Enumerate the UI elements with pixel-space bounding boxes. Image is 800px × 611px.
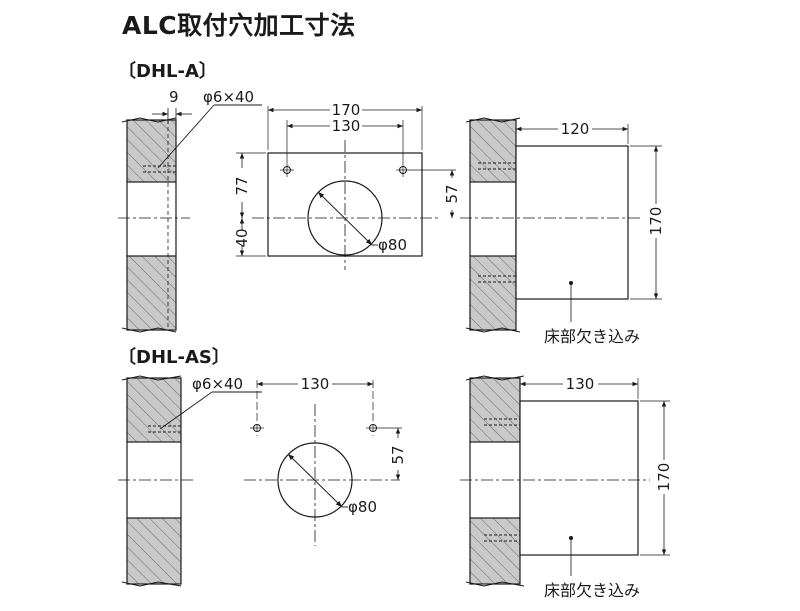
page-title: ALC取付穴加工寸法: [122, 11, 356, 40]
dhl-as-side-view: [460, 375, 670, 587]
dhl-as-front-view: [244, 380, 402, 546]
section-label-dhl-a: 〔DHL-A〕: [118, 61, 217, 82]
section-label-dhl-as: 〔DHL-AS〕: [118, 347, 230, 368]
dhl-a-floor-note: 床部欠き込み: [544, 327, 640, 346]
dhl-a-side-pitch-label: 57: [443, 184, 461, 203]
dhl-a-side-depth-label: 120: [561, 120, 590, 138]
dhl-as-hole-pitch-label: 130: [301, 375, 330, 393]
dhl-a-plate-width-label: 170: [332, 101, 361, 119]
dhl-a-wall-width-label: 9: [169, 88, 179, 106]
dhl-a-side-view: [460, 117, 662, 333]
dhl-as-wall-section: [118, 375, 262, 587]
dhl-a-lower-height-label: 40: [233, 228, 251, 247]
dhl-as-hole-spec-label: φ6×40: [192, 375, 243, 393]
dhl-as-duct-diameter-label: φ80: [348, 498, 377, 516]
dhl-a-hole-spec-label: φ6×40: [203, 88, 254, 106]
dhl-as-side-depth-label: 130: [566, 375, 595, 393]
dhl-a-side-height-label: 170: [647, 207, 665, 236]
dhl-as-side-height-label: 170: [655, 463, 673, 492]
dhl-as-side-pitch-label: 57: [389, 445, 407, 464]
dhl-a-hole-pitch-label: 130: [332, 117, 361, 135]
dhl-a-front-plate: [236, 106, 456, 270]
dhl-a-wall-section: [118, 104, 262, 333]
dhl-a-duct-diameter-label: φ80: [378, 236, 407, 254]
dhl-a-upper-height-label: 77: [233, 176, 251, 195]
dhl-as-floor-note: 床部欠き込み: [544, 581, 640, 600]
